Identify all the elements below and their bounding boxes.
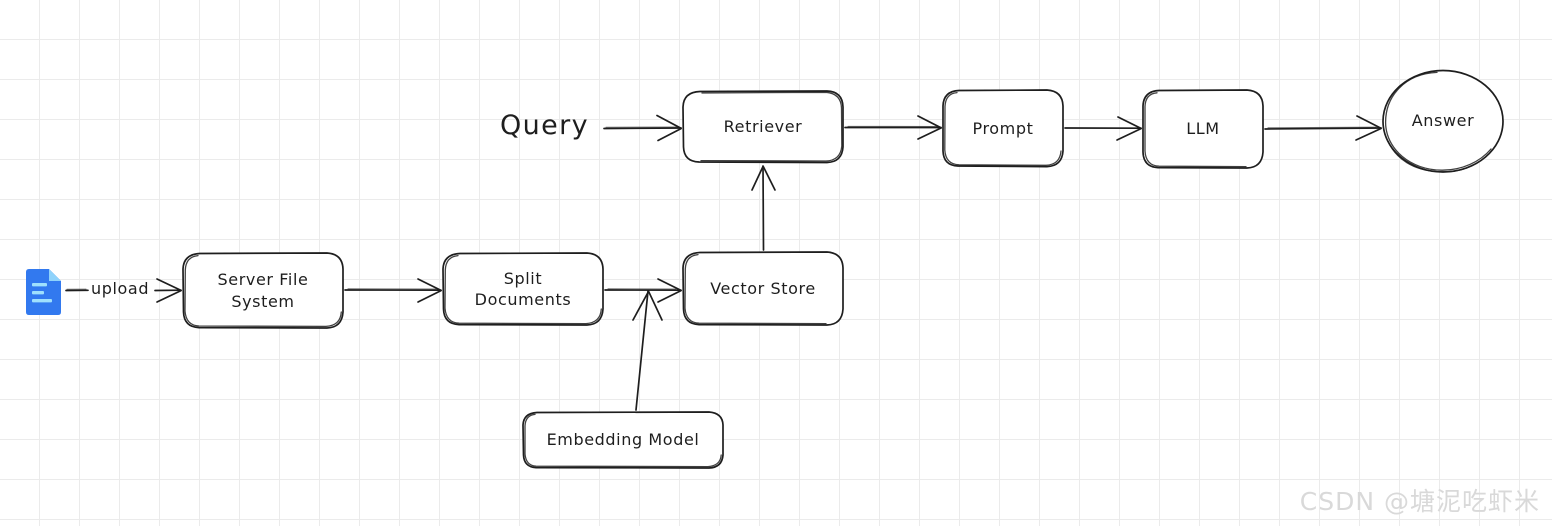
document-icon[interactable] <box>23 268 63 316</box>
node-answer[interactable] <box>1382 69 1504 173</box>
edge-retriever-to-prompt <box>844 115 942 140</box>
node-llm[interactable] <box>1142 89 1264 169</box>
edge-split-to-vector-store <box>604 278 682 303</box>
node-server-file-system[interactable] <box>182 252 344 329</box>
edge-document-to-server <box>65 278 182 303</box>
node-prompt[interactable] <box>942 89 1064 168</box>
node-split-documents[interactable] <box>442 252 604 326</box>
node-retriever[interactable] <box>682 90 844 164</box>
watermark: CSDN @塘泥吃虾米 <box>1299 487 1540 516</box>
edge-llm-to-answer <box>1264 115 1382 141</box>
node-embedding-model[interactable] <box>522 411 724 469</box>
edge-prompt-to-llm <box>1064 116 1142 141</box>
edge-query-to-retriever <box>603 114 682 142</box>
node-vector-store[interactable] <box>682 251 844 326</box>
edge-vector-store-to-retriever <box>751 165 776 251</box>
upload-edge-label: upload <box>91 279 150 298</box>
edge-server-to-split <box>344 278 442 303</box>
query-label: Query <box>500 110 590 141</box>
edge-embedding-to-split-arrow <box>632 290 663 411</box>
